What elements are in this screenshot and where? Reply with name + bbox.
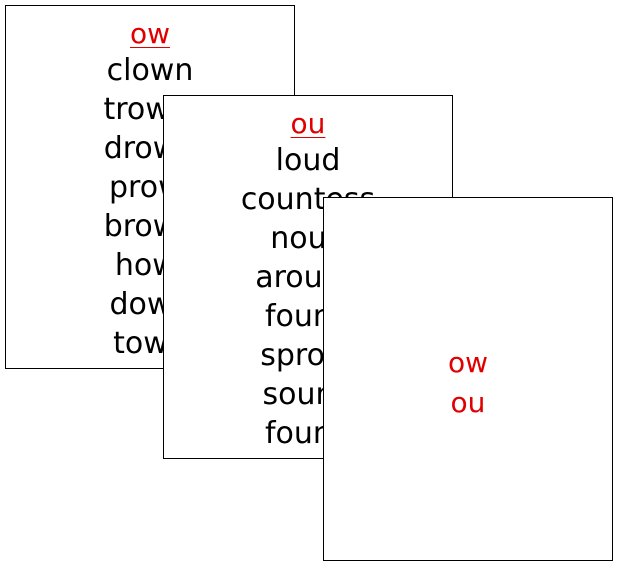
card-heading: ou — [290, 107, 326, 140]
word-item: clown — [106, 53, 194, 88]
card-heading: ow — [129, 17, 171, 50]
label-item: ou — [450, 386, 486, 419]
label-card: ow ou — [323, 197, 613, 561]
label-list: ow ou — [324, 343, 612, 423]
label-item: ow — [447, 346, 489, 379]
word-item: loud — [275, 143, 341, 178]
